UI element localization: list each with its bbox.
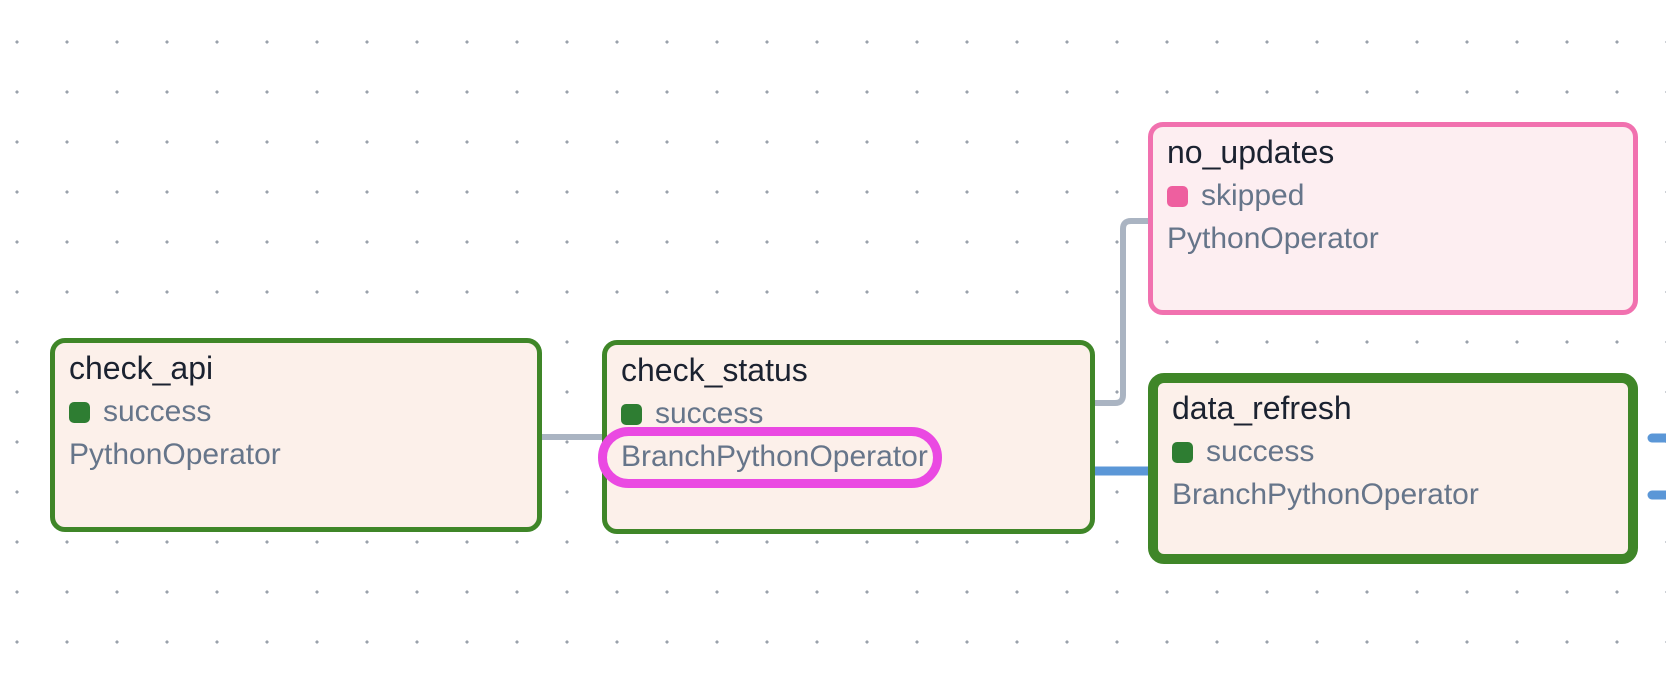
task-node-data-refresh[interactable]: data_refresh success BranchPythonOperato… (1148, 373, 1638, 564)
task-state-label: success (103, 395, 212, 428)
task-title: check_api (69, 350, 214, 386)
edge-check-status-to-no-updates (1091, 218, 1152, 406)
task-status-row: success (621, 397, 1076, 431)
task-node-check-api[interactable]: check_api success PythonOperator (50, 338, 542, 532)
task-status-row: success (69, 395, 523, 429)
task-operator-label: BranchPythonOperator (621, 440, 928, 473)
task-operator-label: BranchPythonOperator (1172, 478, 1479, 511)
task-state-label: success (655, 397, 764, 430)
task-status-row: skipped (1167, 179, 1619, 213)
task-state-label: success (1206, 435, 1315, 468)
success-status-icon (69, 401, 90, 423)
success-status-icon (1172, 441, 1193, 463)
task-operator-label: PythonOperator (1167, 222, 1379, 255)
task-node-check-status[interactable]: check_status success BranchPythonOperato… (602, 340, 1095, 534)
skipped-status-icon (1167, 185, 1188, 207)
task-title: data_refresh (1172, 390, 1352, 426)
task-state-label: skipped (1201, 179, 1305, 212)
task-title: check_status (621, 352, 808, 388)
task-node-no-updates[interactable]: no_updates skipped PythonOperator (1148, 122, 1638, 315)
task-title: no_updates (1167, 134, 1335, 170)
task-status-row: success (1172, 435, 1614, 469)
success-status-icon (621, 403, 642, 425)
task-operator-label: PythonOperator (69, 438, 281, 471)
